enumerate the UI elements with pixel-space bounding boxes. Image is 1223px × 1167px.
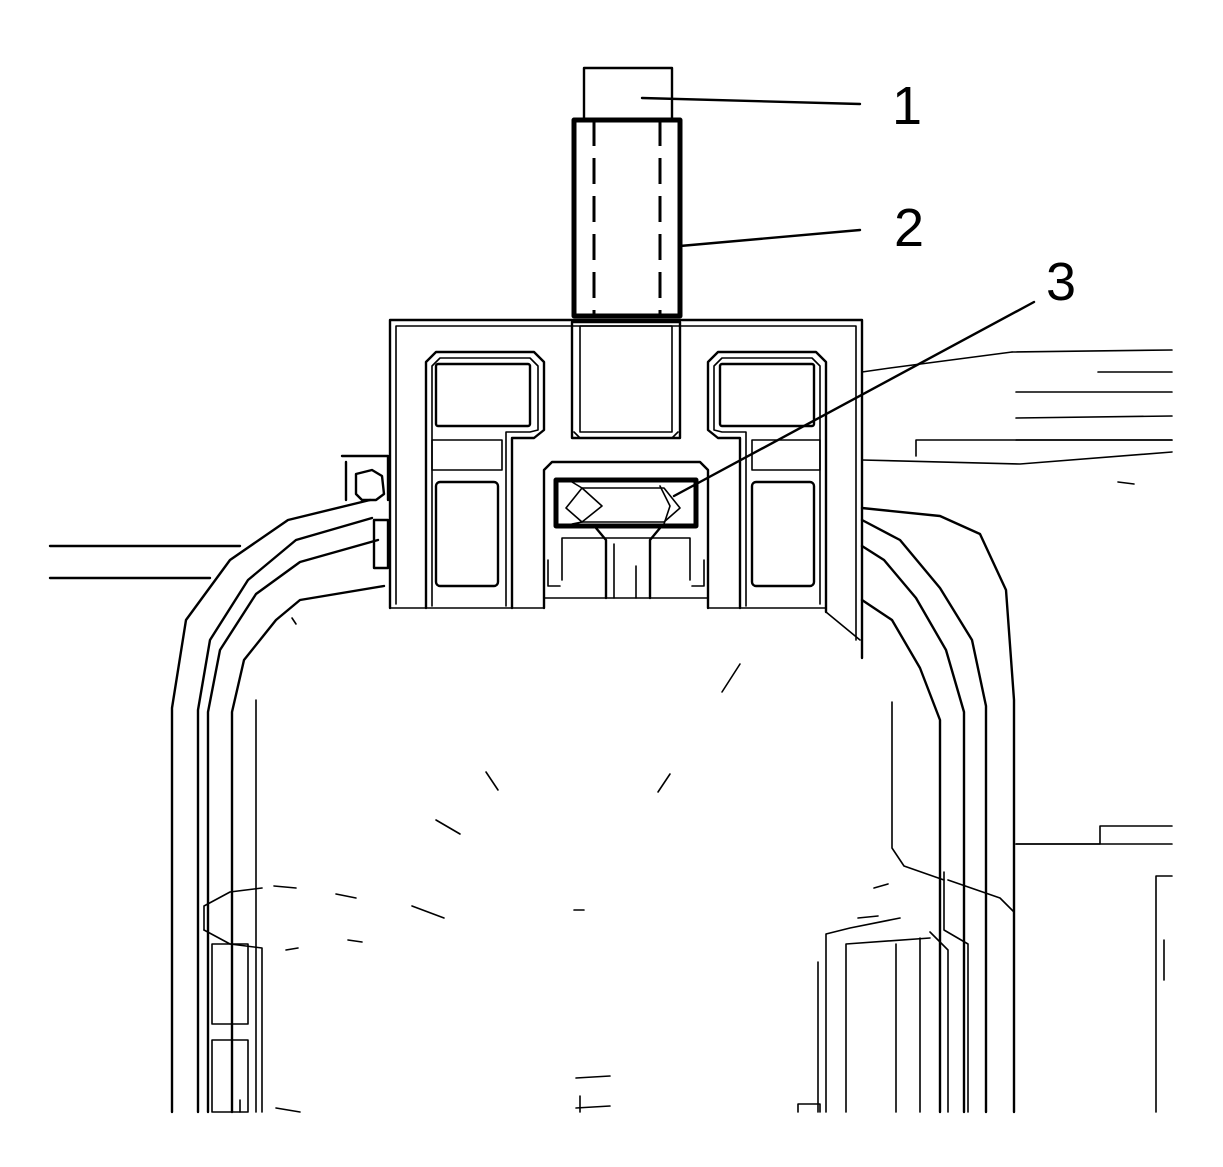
background-housing [861, 349, 1173, 1113]
left-pipe [48, 544, 242, 580]
part-1-pin [582, 66, 674, 122]
fixture-bracket [388, 318, 864, 660]
interior-detail-marks [239, 617, 889, 1113]
callout-label-3: 3 [1046, 252, 1076, 312]
callout-label-2: 2 [894, 198, 924, 258]
leader-lines [640, 96, 1036, 498]
left-bracket [340, 454, 390, 570]
part-3-seal [553, 477, 699, 529]
leader-line-3 [672, 300, 1036, 498]
part-2-sleeve [571, 117, 683, 319]
leader-line-1 [640, 96, 862, 106]
leader-line-2 [678, 228, 862, 248]
callout-label-1: 1 [892, 76, 922, 136]
main-body-outline [170, 498, 1016, 1114]
left-lower-ribs [203, 887, 301, 1113]
